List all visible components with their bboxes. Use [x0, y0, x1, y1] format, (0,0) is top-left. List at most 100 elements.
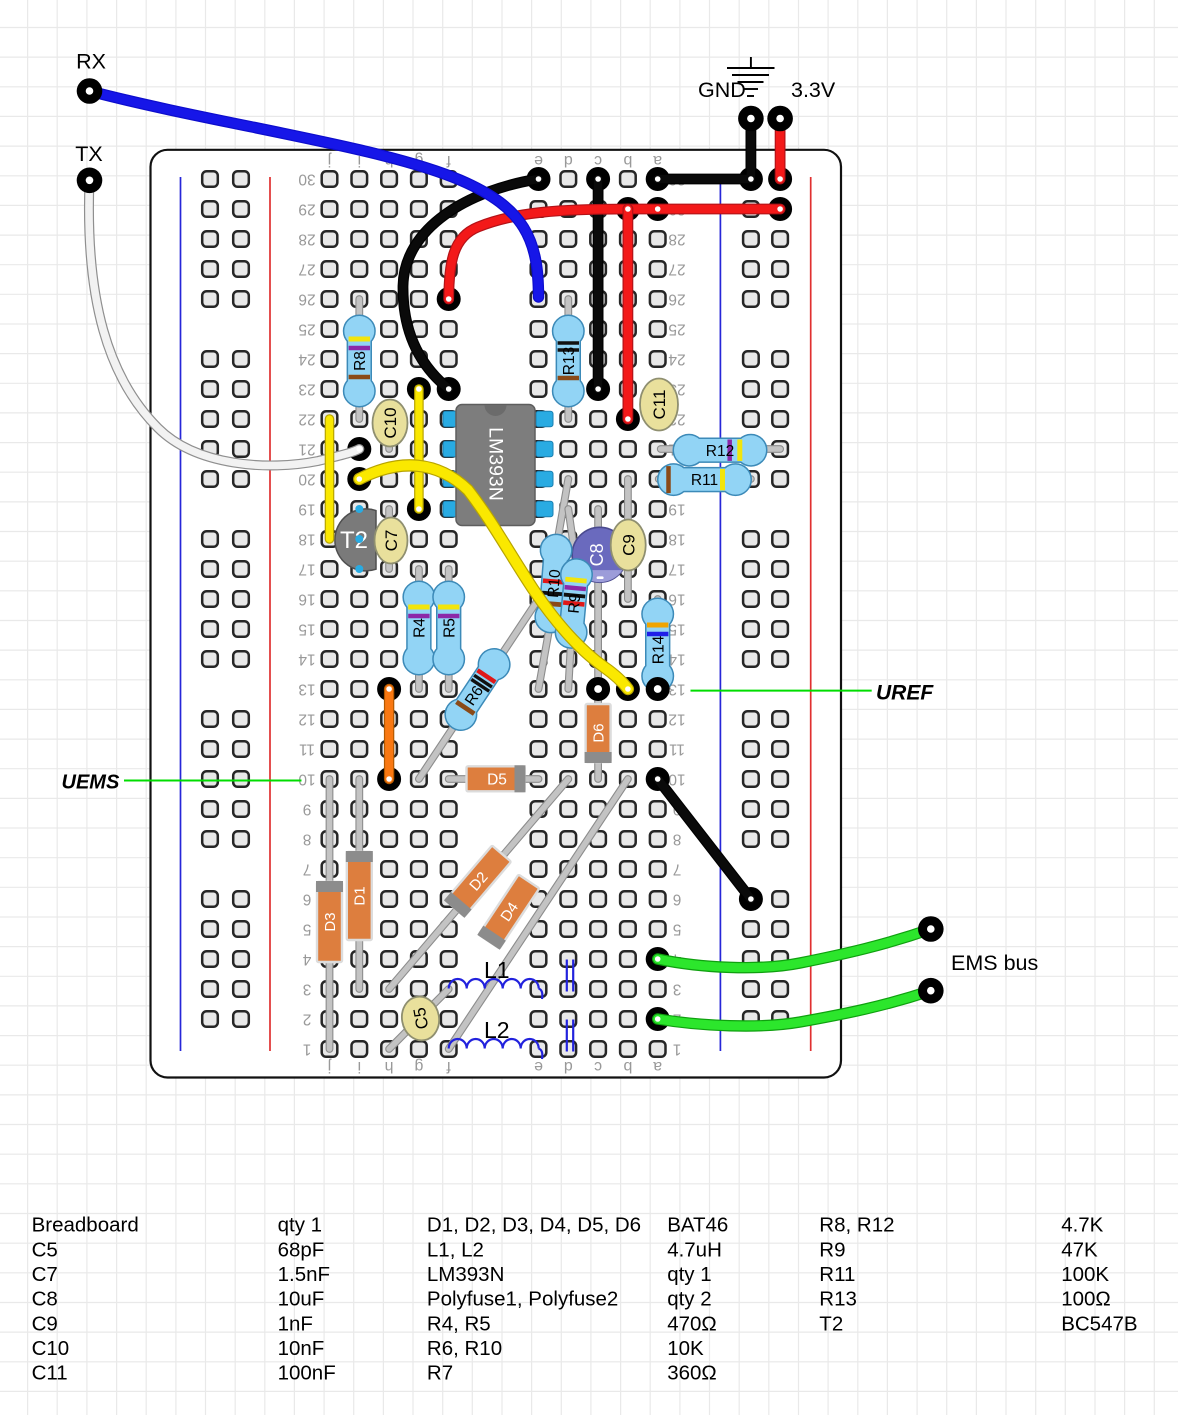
svg-text:RX: RX [76, 50, 106, 74]
svg-text:10: 10 [668, 771, 686, 788]
svg-text:3.3V: 3.3V [791, 78, 836, 102]
svg-text:R11: R11 [691, 472, 718, 489]
svg-text:360Ω: 360Ω [667, 1362, 717, 1385]
svg-text:24: 24 [668, 351, 686, 368]
svg-text:R13: R13 [561, 347, 578, 375]
svg-text:28: 28 [668, 231, 685, 248]
svg-text:BC547B: BC547B [1061, 1312, 1137, 1335]
svg-text:23: 23 [298, 381, 315, 398]
svg-text:1.5nF: 1.5nF [278, 1263, 330, 1286]
svg-text:12: 12 [668, 711, 685, 728]
svg-text:R6, R10: R6, R10 [427, 1337, 502, 1360]
svg-text:L1: L1 [484, 957, 510, 983]
svg-text:R8, R12: R8, R12 [819, 1214, 894, 1237]
svg-text:C7: C7 [32, 1263, 58, 1286]
svg-text:D6: D6 [591, 723, 608, 742]
svg-text:BAT46: BAT46 [667, 1214, 728, 1237]
svg-text:R9: R9 [566, 593, 585, 614]
svg-text:9: 9 [303, 801, 312, 818]
svg-text:j: j [328, 152, 333, 169]
svg-text:4: 4 [302, 951, 311, 968]
svg-text:g: g [414, 1058, 423, 1075]
svg-text:d: d [564, 152, 573, 169]
svg-text:e: e [534, 1058, 543, 1075]
svg-text:EMS bus: EMS bus [951, 951, 1038, 975]
svg-text:8: 8 [673, 831, 682, 848]
svg-text:14: 14 [298, 651, 316, 668]
svg-text:qty 2: qty 2 [667, 1288, 711, 1311]
svg-text:T2: T2 [819, 1312, 843, 1335]
svg-text:R8: R8 [352, 351, 369, 371]
svg-text:UEMS: UEMS [62, 772, 120, 794]
svg-text:D5: D5 [487, 771, 507, 788]
svg-text:R9: R9 [819, 1238, 845, 1261]
svg-text:Breadboard: Breadboard [32, 1214, 139, 1237]
svg-text:29: 29 [298, 201, 315, 218]
svg-text:15: 15 [298, 621, 315, 638]
svg-text:27: 27 [298, 261, 315, 278]
svg-text:1nF: 1nF [278, 1312, 313, 1335]
svg-text:47K: 47K [1061, 1238, 1098, 1261]
svg-text:470Ω: 470Ω [667, 1312, 717, 1335]
svg-text:10: 10 [298, 771, 316, 788]
svg-text:3: 3 [673, 981, 682, 998]
svg-text:6: 6 [303, 891, 312, 908]
svg-text:8: 8 [303, 831, 312, 848]
svg-text:20: 20 [298, 471, 316, 488]
svg-text:C11: C11 [32, 1362, 68, 1385]
svg-text:17: 17 [668, 561, 685, 578]
svg-text:i: i [358, 152, 362, 169]
svg-text:R4, R5: R4, R5 [427, 1312, 491, 1335]
svg-text:R4: R4 [412, 618, 429, 638]
svg-text:26: 26 [298, 291, 315, 308]
svg-text:22: 22 [298, 411, 315, 428]
svg-text:f: f [446, 1058, 451, 1075]
svg-text:UREF: UREF [876, 682, 934, 705]
svg-text:R11: R11 [819, 1263, 855, 1286]
svg-text:b: b [623, 152, 632, 169]
svg-text:7: 7 [673, 861, 682, 878]
svg-text:b: b [623, 1058, 632, 1075]
svg-text:c: c [594, 1058, 602, 1075]
svg-text:4.7K: 4.7K [1061, 1214, 1103, 1237]
svg-text:3: 3 [303, 981, 312, 998]
svg-text:2: 2 [303, 1011, 312, 1028]
svg-text:68pF: 68pF [278, 1238, 325, 1261]
svg-text:1: 1 [673, 1041, 682, 1058]
svg-text:D1, D2, D3, D4, D5, D6: D1, D2, D3, D4, D5, D6 [427, 1214, 641, 1237]
svg-text:30: 30 [298, 171, 316, 188]
svg-text:T2: T2 [340, 527, 368, 554]
svg-text:28: 28 [298, 231, 315, 248]
svg-text:h: h [385, 1058, 394, 1075]
svg-text:26: 26 [668, 291, 685, 308]
svg-text:GND: GND [698, 78, 746, 102]
svg-text:11: 11 [669, 741, 685, 758]
svg-text:c: c [594, 152, 602, 169]
svg-text:D1: D1 [352, 886, 369, 905]
svg-text:4.7uH: 4.7uH [667, 1238, 722, 1261]
svg-text:12: 12 [298, 711, 315, 728]
svg-text:C9: C9 [32, 1312, 58, 1335]
svg-text:C7: C7 [382, 530, 401, 552]
svg-text:LM393N: LM393N [485, 427, 507, 501]
svg-text:LM393N: LM393N [427, 1263, 505, 1286]
svg-text:C5: C5 [410, 1006, 432, 1031]
svg-text:1: 1 [303, 1041, 312, 1058]
svg-text:6: 6 [673, 891, 682, 908]
svg-text:C11: C11 [650, 390, 669, 420]
svg-text:L1, L2: L1, L2 [427, 1238, 484, 1261]
svg-text:19: 19 [668, 501, 685, 518]
svg-text:21: 21 [298, 441, 315, 458]
svg-text:a: a [653, 1058, 662, 1075]
svg-text:100nF: 100nF [278, 1362, 336, 1385]
svg-text:16: 16 [298, 591, 315, 608]
svg-text:R10: R10 [545, 568, 564, 598]
svg-text:7: 7 [303, 861, 312, 878]
svg-text:27: 27 [668, 261, 685, 278]
svg-text:L2: L2 [484, 1017, 510, 1043]
svg-text:TX: TX [75, 142, 102, 166]
svg-text:16: 16 [668, 591, 685, 608]
svg-text:R5: R5 [441, 618, 458, 638]
svg-text:10uF: 10uF [278, 1288, 325, 1311]
svg-text:18: 18 [668, 531, 685, 548]
